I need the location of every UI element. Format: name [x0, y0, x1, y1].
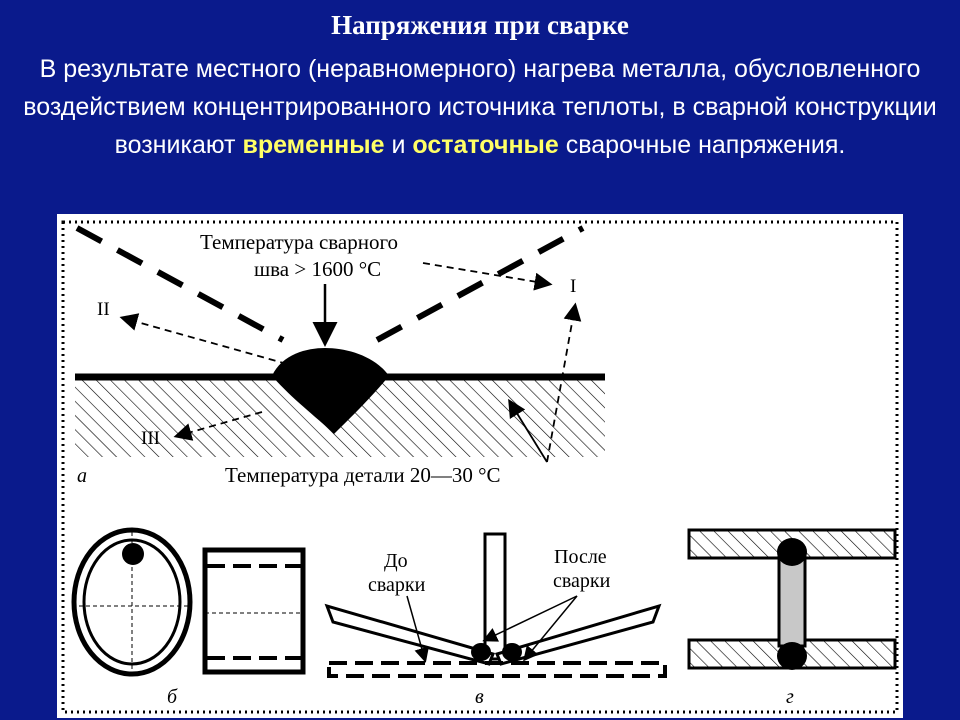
description-paragraph: В результате местного (неравномерного) н… [20, 50, 940, 164]
arrow-II [119, 313, 288, 365]
welding-stress-figure: Температура сварного шва > 1600 °C I II … [57, 214, 903, 718]
before-label-2: сварки [368, 574, 426, 596]
arrow-part-temp [508, 398, 548, 463]
sub-label-a: а [77, 465, 87, 487]
diagram-v: До сварки После сварки в [324, 532, 667, 708]
after-label-1: После [554, 546, 607, 568]
paragraph-text-3: сварочные напряжения. [558, 131, 846, 159]
highlight-temporary: временные [242, 131, 385, 159]
arrow-I-bottom [546, 302, 582, 463]
weld-temp-label-2: шва > 1600 °C [254, 257, 381, 281]
paragraph-text-1: В результате местного (неравномерного) н… [23, 55, 937, 159]
arrow-I-top [422, 262, 553, 291]
label-I: I [570, 276, 576, 297]
weld-dot-ring [122, 543, 144, 565]
paragraph-text-2: и [384, 131, 413, 159]
label-III: III [141, 428, 160, 449]
figure-frame [61, 220, 899, 714]
weld-bead [272, 348, 389, 434]
diagram-a: Температура сварного шва > 1600 °C I II … [75, 225, 605, 487]
after-label-2: сварки [553, 570, 611, 592]
heat-dash-right [375, 225, 585, 343]
sub-label-v: в [475, 686, 484, 708]
diagram-g: г [687, 528, 897, 708]
page-title: Напряжения при сварке [331, 10, 629, 40]
sub-label-g: г [786, 686, 794, 708]
before-label-1: До [384, 550, 408, 572]
label-II: II [97, 299, 110, 320]
heat-dash-left [75, 225, 285, 343]
diagram-b: б [71, 527, 306, 708]
part-temp-label: Температура детали 20—30 °C [225, 463, 501, 487]
arrow-III [173, 411, 263, 441]
weld-temp-label-1: Температура сварного [200, 230, 398, 254]
highlight-residual: остаточные [412, 131, 559, 159]
sub-label-b: б [167, 686, 178, 708]
